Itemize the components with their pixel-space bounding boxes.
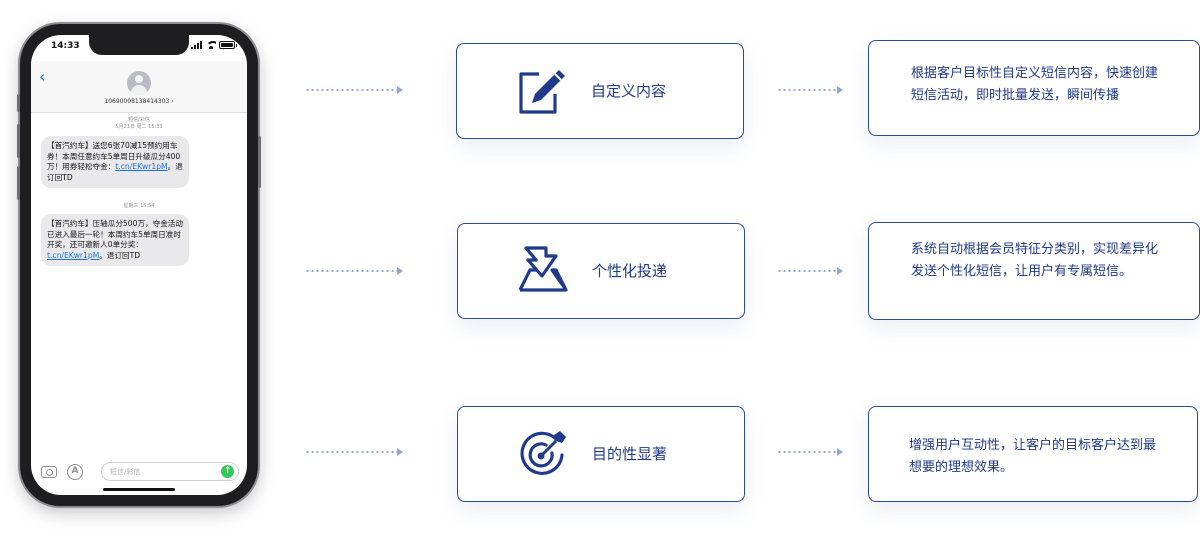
camera-icon[interactable] [41, 466, 57, 478]
back-chevron-icon[interactable]: ‹ [39, 67, 46, 86]
status-time: 14:33 [51, 41, 80, 51]
phone-mockup: 14:33 ‹ 1069000813841430​3 › 短信/彩信 5月21日… [17, 24, 261, 506]
message-text: 【首汽约车】压轴瓜分500万，夺金活动已进入最后一轮！本周约车5单周日准时开奖，… [47, 219, 183, 250]
message-type-label: 短信/彩信 [128, 117, 150, 123]
message-timestamp: 星期三 15:54 [123, 203, 155, 209]
flow-arrow [305, 448, 403, 456]
battery-icon [219, 41, 237, 49]
feature-description: 增强用户互动性，让客户的目标客户达到最想要的理想效果。 [909, 438, 1157, 475]
edit-square-icon [519, 70, 565, 114]
conversation-header: ‹ 1069000813841430​3 › [31, 61, 247, 113]
feature-card: 自定义内容 [456, 43, 744, 139]
message-link[interactable]: t.cn/EKwr1pM [115, 162, 168, 172]
message-bubble: 【首汽约车】送您6张70减15预约用车券！本周任意约车5单周日升级瓜分400万！… [41, 136, 189, 189]
flow-arrow [777, 267, 843, 275]
feature-description: 系统自动根据会员特征分类别，实现差异化发送个性化短信，让用户有专属短信。 [911, 242, 1159, 279]
message-input-placeholder: 短信/彩信 [110, 468, 141, 476]
flow-arrow [777, 86, 843, 94]
feature-title: 目的性显著 [592, 445, 668, 463]
feature-title: 个性化投递 [592, 262, 668, 280]
flow-arrow [777, 448, 843, 456]
message-meta: 短信/彩信 5月21日 周二 15:33 [31, 117, 247, 131]
status-icons [191, 41, 237, 49]
feature-card: 目的性显著 [457, 406, 745, 502]
message-bubble: 【首汽约车】压轴瓜分500万，夺金活动已进入最后一轮！本周约车5单周日准时开奖，… [41, 214, 189, 267]
home-indicator [103, 488, 175, 491]
description-card: 增强用户互动性，让客户的目标客户达到最想要的理想效果。 [868, 406, 1198, 502]
feature-card: 个性化投递 [457, 223, 745, 319]
avatar[interactable] [127, 71, 151, 95]
message-input[interactable]: 短信/彩信 ↑ [101, 462, 239, 481]
feature-title: 自定义内容 [591, 82, 667, 100]
inbox-download-icon [518, 246, 568, 292]
app-store-icon[interactable]: A [67, 464, 83, 480]
message-timestamp: 5月21日 周二 15:33 [115, 124, 163, 130]
flow-arrow [305, 267, 403, 275]
message-text: 【首汽约车】送您6张70减15预约用车券！本周任意约车5单周日升级瓜分400万！… [47, 141, 181, 172]
send-arrow-icon[interactable]: ↑ [221, 465, 234, 478]
power-button [258, 136, 261, 188]
volume-up-button [17, 124, 20, 158]
wifi-icon [206, 41, 216, 49]
description-card: 系统自动根据会员特征分类别，实现差异化发送个性化短信，让用户有专属短信。 [868, 222, 1200, 320]
phone-screen: 14:33 ‹ 1069000813841430​3 › 短信/彩信 5月21日… [31, 35, 247, 495]
description-card: 根据客户目标性自定义短信内容，快速创建短信活动，即时批量发送，瞬间传播 [868, 40, 1200, 136]
compose-bar: A 短信/彩信 ↑ [31, 457, 247, 487]
volume-down-button [17, 166, 20, 200]
signal-icon [191, 41, 203, 49]
notch [89, 35, 189, 55]
feature-description: 根据客户目标性自定义短信内容，快速创建短信活动，即时批量发送，瞬间传播 [911, 66, 1159, 103]
flow-arrow [305, 86, 403, 94]
message-link[interactable]: t.cn/EKwr1pM [47, 250, 100, 260]
target-dart-icon [520, 431, 566, 475]
message-suffix: 。退订回TD [99, 250, 141, 260]
mute-switch [17, 94, 20, 112]
contact-number[interactable]: 1069000813841430​3 › [104, 98, 174, 105]
message-suffix: 。退订回TD [47, 162, 183, 182]
message-meta: 星期三 15:54 [31, 203, 247, 210]
